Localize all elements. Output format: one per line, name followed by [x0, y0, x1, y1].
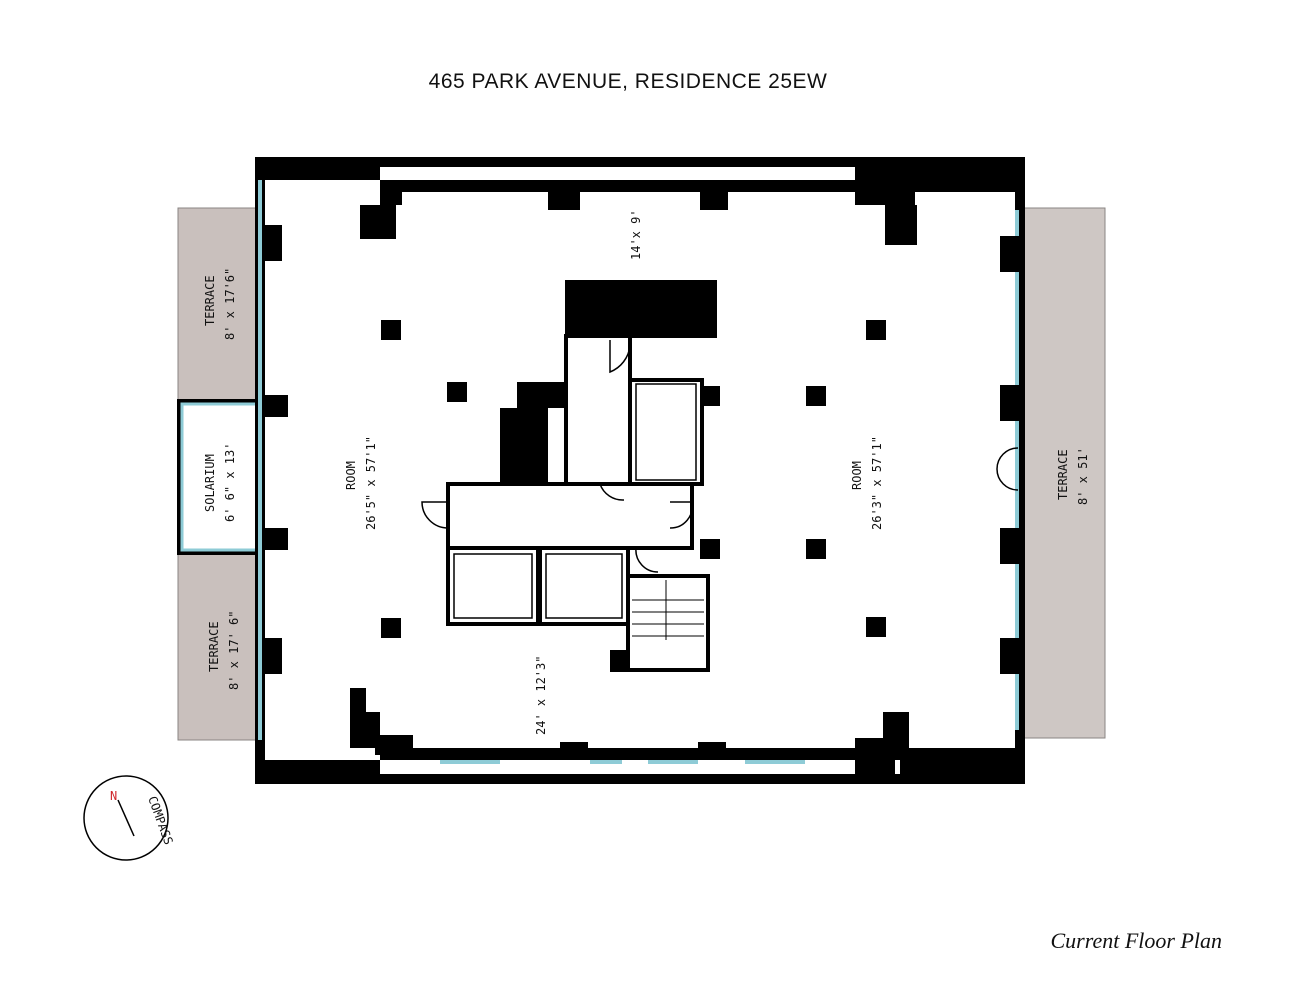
plan-caption: Current Floor Plan	[1050, 928, 1222, 953]
stair	[632, 580, 704, 640]
compass-north: N	[110, 789, 117, 803]
compass: N COMPASS	[83, 775, 176, 861]
exterior-wall	[255, 157, 1025, 784]
terrace-east	[1016, 207, 1106, 739]
room-west-name: ROOM	[344, 461, 358, 490]
room-east-name: ROOM	[850, 461, 864, 490]
terrace-nw-name: TERRACE	[203, 275, 217, 326]
terrace-sw-dims: 8' x 17' 6"	[227, 611, 241, 690]
terrace-east-name: TERRACE	[1056, 449, 1070, 500]
room-west-dims: 26'5" x 57'1"	[364, 436, 378, 530]
solarium	[177, 399, 267, 555]
terrace-east-dims: 8' x 51'	[1076, 447, 1090, 505]
solarium-dims: 6' 6" x 13'	[223, 443, 237, 522]
terrace-nw	[177, 207, 263, 403]
plan-title: 465 PARK AVENUE, RESIDENCE 25EW	[428, 70, 828, 93]
north-space-dims: 14'x 9'	[629, 209, 643, 260]
compass-label: COMPASS	[145, 794, 175, 846]
core-walls	[446, 334, 710, 672]
terrace-sw-name: TERRACE	[207, 621, 221, 672]
south-space-dims: 24' x 12'3"	[534, 656, 548, 735]
terrace-nw-dims: 8' x 17'6"	[223, 268, 237, 340]
solarium-name: SOLARIUM	[203, 454, 217, 512]
door-swings	[421, 340, 1019, 573]
fixture-dots	[350, 650, 630, 714]
structural-walls	[260, 160, 1020, 780]
room-east-dims: 26'3" x 57'1"	[870, 436, 884, 530]
